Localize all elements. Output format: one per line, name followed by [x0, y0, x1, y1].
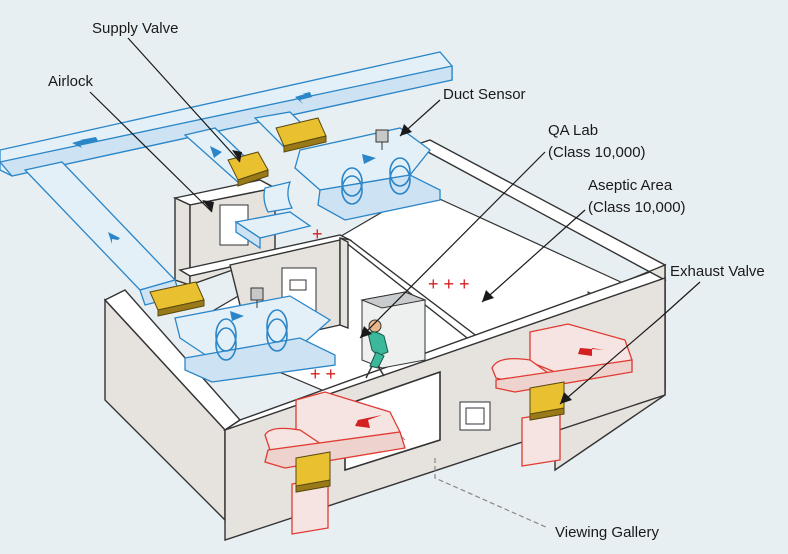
- arrow-icon: [355, 415, 382, 428]
- qa-lab-label: QA Lab: [548, 122, 598, 139]
- right-exhaust-riser: [521, 411, 561, 467]
- supply-valve-aseptic: [275, 117, 327, 153]
- exhaust-valve-leader: [559, 281, 701, 405]
- arrow-icon: [295, 92, 312, 104]
- airlock-pressure-mark: +: [312, 224, 323, 244]
- aseptic-area-label: Aseptic Area: [588, 177, 673, 194]
- supply-valves: [149, 117, 327, 317]
- aseptic-pressure-mark: + + +: [428, 274, 470, 294]
- leader-lines: [89, 37, 701, 529]
- supply-flow-arrows: [72, 92, 376, 321]
- lab-equipment: [360, 291, 427, 379]
- viewing-gallery-leader: [434, 458, 549, 529]
- supply-valve-leader: [127, 37, 241, 163]
- supply-ductwork: [0, 51, 453, 383]
- arrow-icon: [210, 146, 222, 158]
- duct-sensor-icon: [250, 287, 264, 308]
- airlock-supply-tube: [263, 181, 294, 213]
- supply-valve-label: Supply Valve: [92, 20, 178, 37]
- arrow-icon: [578, 348, 604, 356]
- aseptic-leader: [481, 209, 586, 303]
- flex-duct-coils: [215, 157, 411, 361]
- arrow-icon: [72, 137, 98, 148]
- qa-lab-leader: [359, 151, 546, 339]
- arrow-icon: [362, 154, 376, 164]
- viewing-gallery-label: Viewing Gallery: [555, 524, 659, 541]
- exhaust-valve-label: Exhaust Valve: [670, 263, 765, 280]
- left-branch-duct: [23, 161, 177, 291]
- exhaust-valve-right: [529, 381, 565, 421]
- qa-pressure-mark: + +: [310, 364, 336, 384]
- arrow-icon: [230, 311, 244, 321]
- exhaust-valves: [295, 381, 565, 493]
- qa-lab-class-label: (Class 10,000): [548, 144, 646, 161]
- duct-sensor-icon: [375, 129, 389, 150]
- duct-sensor-label: Duct Sensor: [443, 86, 526, 103]
- qa-aseptic-wall-face: [339, 236, 349, 330]
- exhaust-valve-front: [295, 451, 331, 493]
- arrow-icon: [108, 232, 120, 244]
- person-icon: [365, 319, 389, 379]
- aseptic-area-class-label: (Class 10,000): [588, 199, 686, 216]
- airlock-label: Airlock: [48, 73, 94, 90]
- airlock-leader: [89, 91, 213, 213]
- supply-valve-qa: [149, 281, 205, 317]
